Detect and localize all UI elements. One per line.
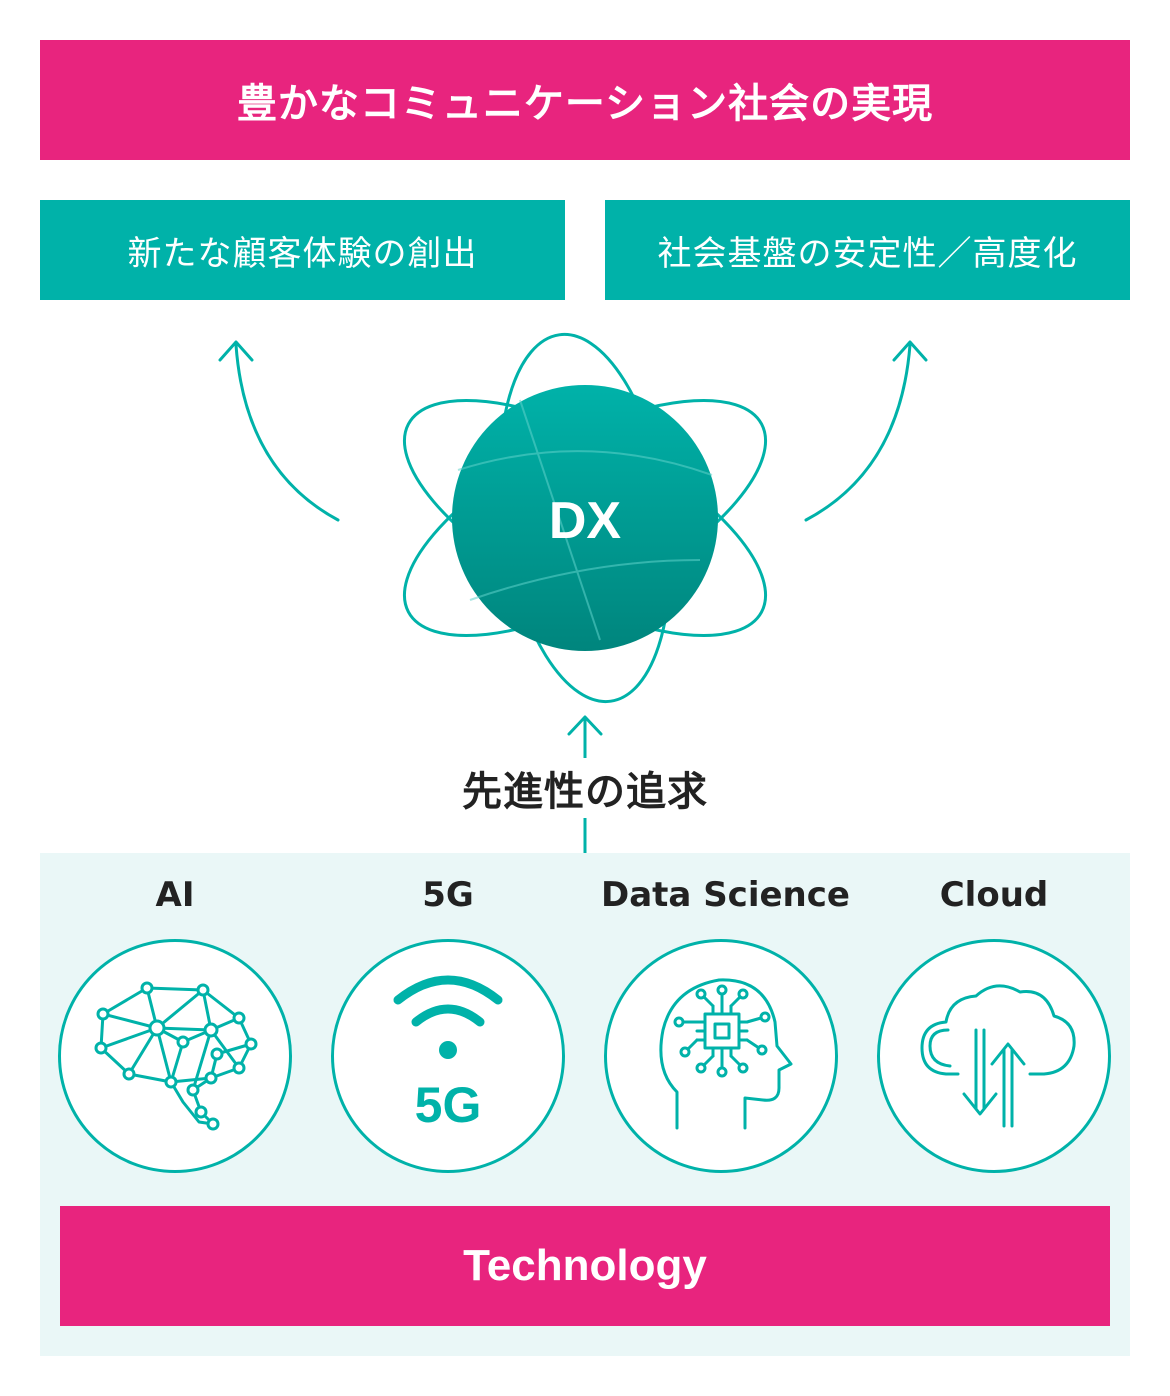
top-banner-title: 豊かなコミュニケーション社会の実現 [236,81,934,127]
technology-banner-label: Technology [463,1241,707,1290]
tech-label-cloud: Cloud [939,875,1049,915]
wifi-5g-icon-text: 5G [415,1077,482,1133]
head-chip-icon [659,978,793,1130]
tech-circle-data-science [604,939,838,1173]
technology-panel: AI [40,853,1130,1356]
dx-label: DX [549,492,622,550]
tech-label-data-science: Data Science [601,875,850,915]
technology-banner: Technology [60,1206,1110,1326]
goal-label-customer-experience: 新たな顧客体験の創出 [127,233,478,274]
tech-circle-5g: 5G [331,939,565,1173]
sphere-orbit-overlay [457,399,713,641]
wifi-5g-icon: 5G [393,975,503,1133]
left-curved-arrow [218,340,340,522]
goal-box-social-infrastructure: 社会基盤の安定性／高度化 [605,200,1130,300]
pursuit-label: 先進性の追求 [385,758,785,818]
goal-box-customer-experience: 新たな顧客体験の創出 [40,200,565,300]
goal-label-social-infrastructure: 社会基盤の安定性／高度化 [657,233,1078,274]
brain-network-icon [94,981,258,1131]
tech-circle-cloud [877,939,1111,1173]
pursuit-label-text: 先進性の追求 [462,769,708,815]
right-curved-arrow [804,340,928,522]
cloud-transfer-icon [920,984,1076,1128]
dx-diagram: DX [218,332,928,857]
tech-label-ai: AI [155,875,195,915]
tech-label-5g: 5G [422,875,474,915]
top-banner: 豊かなコミュニケーション社会の実現 [40,40,1130,160]
tech-circle-ai [58,939,292,1173]
